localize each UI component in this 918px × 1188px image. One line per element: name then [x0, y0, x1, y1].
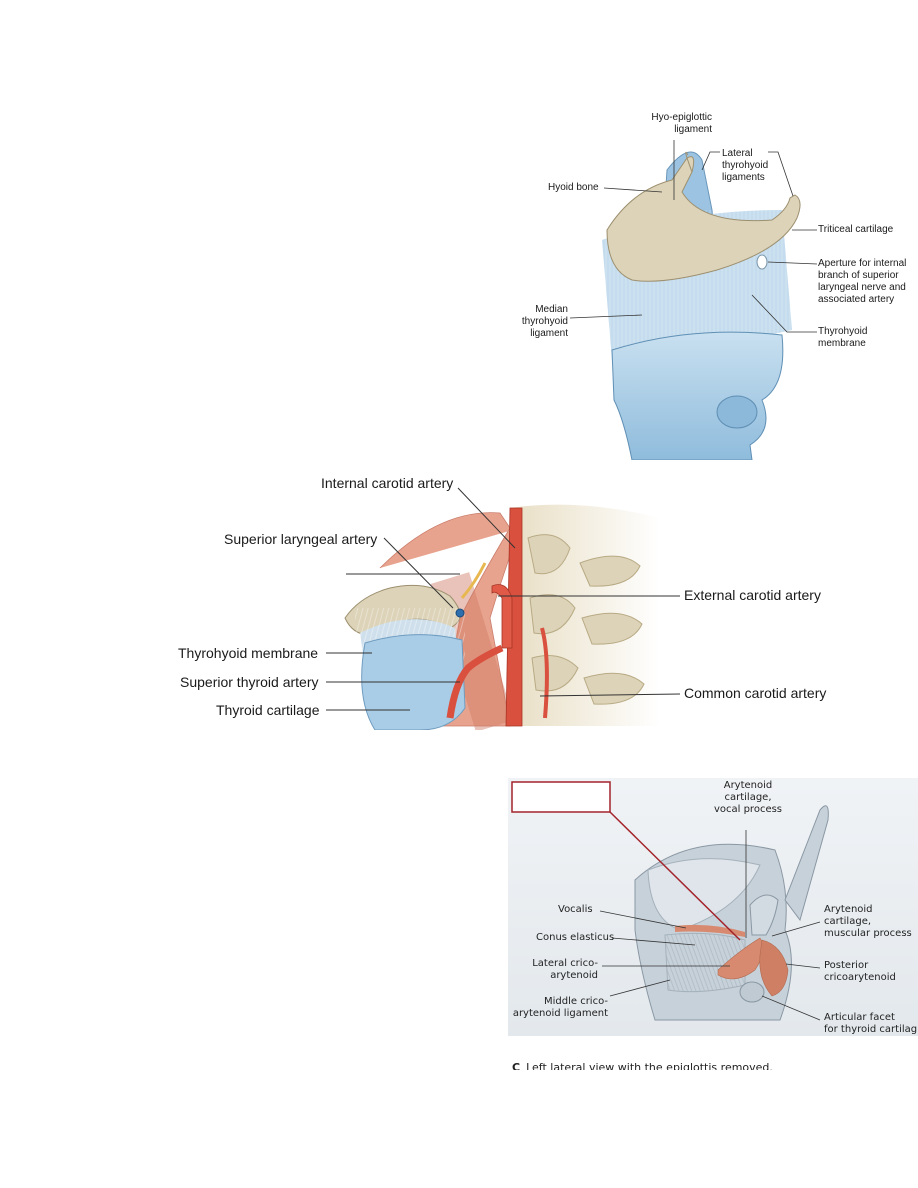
panel-c-illustration [508, 778, 918, 1036]
label-internal-carotid-artery: Internal carotid artery [321, 475, 454, 491]
label-median-thyrohyoid-ligament: Median thyrohyoid ligament [521, 304, 568, 339]
callout-box [511, 781, 611, 813]
panel-c-lateral-view: Arytenoid cartilage, vocal process Vocal… [490, 770, 918, 1070]
strap-muscle-shape [379, 512, 521, 727]
label-thyrohyoid-membrane-b: Thyrohyoid membrane [178, 645, 319, 661]
panel-a-thyrohyoid-view: Hyo-epiglottic ligament Lateral thyrohyo… [512, 100, 918, 460]
label-hyo-epiglottic-ligament: Hyo-epiglottic ligament [651, 112, 712, 135]
panel-a-illustration [569, 140, 818, 460]
label-arytenoid-vocal-process: Arytenoid cartilage, vocal process [713, 780, 783, 815]
superior-laryngeal-artery-shape [460, 562, 487, 599]
arytenoid-cartilage-shape [749, 894, 779, 936]
common-carotid-artery-shape [505, 507, 523, 727]
posterior-cricoarytenoid-shape [759, 939, 789, 997]
panel-b-illustration [326, 487, 681, 730]
caption-text: Left lateral view with the epiglottis re… [526, 1061, 773, 1070]
label-posterior-cricoarytenoid: Posterior cricoarytenoid [824, 960, 896, 983]
superior-horn-shape [784, 805, 829, 922]
label-middle-cricoarytenoid-ligament: Middle crico- arytenoid ligament [512, 996, 608, 1019]
label-superior-laryngeal-artery: Superior laryngeal artery [224, 531, 378, 547]
superior-thyroid-artery-shape [446, 644, 504, 719]
panel-c-caption: C Left lateral view with the epiglottis r… [512, 1048, 773, 1070]
panel-b-arterial-view: Internal carotid artery Superior larynge… [150, 468, 850, 730]
panel-a-leader-lines [569, 140, 818, 333]
label-articular-facet: Articular facet for thyroid cartilag [824, 1012, 918, 1035]
label-superior-thyroid-artery: Superior thyroid artery [180, 674, 319, 690]
panel-b-leader-lines [326, 487, 681, 711]
label-external-carotid-artery: External carotid artery [684, 587, 821, 603]
label-triticeal-cartilage: Triticeal cartilage [818, 224, 894, 235]
hyoid-bone-shape [606, 156, 801, 282]
label-vocalis: Vocalis [558, 904, 593, 915]
label-hyoid-bone: Hyoid bone [548, 182, 599, 193]
caption-letter: C [512, 1061, 521, 1070]
label-common-carotid-artery: Common carotid artery [684, 685, 827, 701]
label-arytenoid-muscular-process: Arytenoid cartilage, muscular process [824, 904, 912, 939]
panel-c-leader-lines [599, 830, 821, 1021]
label-thyroid-cartilage: Thyroid cartilage [216, 702, 320, 718]
label-thyrohyoid-membrane-a: Thyrohyoid membrane [818, 326, 868, 349]
label-lateral-thyrohyoid-ligaments: Lateral thyrohyoid ligaments [722, 148, 769, 183]
label-lateral-cricoarytenoid: Lateral crico- arytenoid [532, 958, 598, 981]
label-conus-elasticus: Conus elasticus [536, 932, 615, 943]
thyroid-cartilage-shape [611, 331, 784, 460]
label-aperture-internal-branch: Aperture for internal branch of superior… [818, 258, 907, 305]
callout-line [609, 811, 741, 941]
